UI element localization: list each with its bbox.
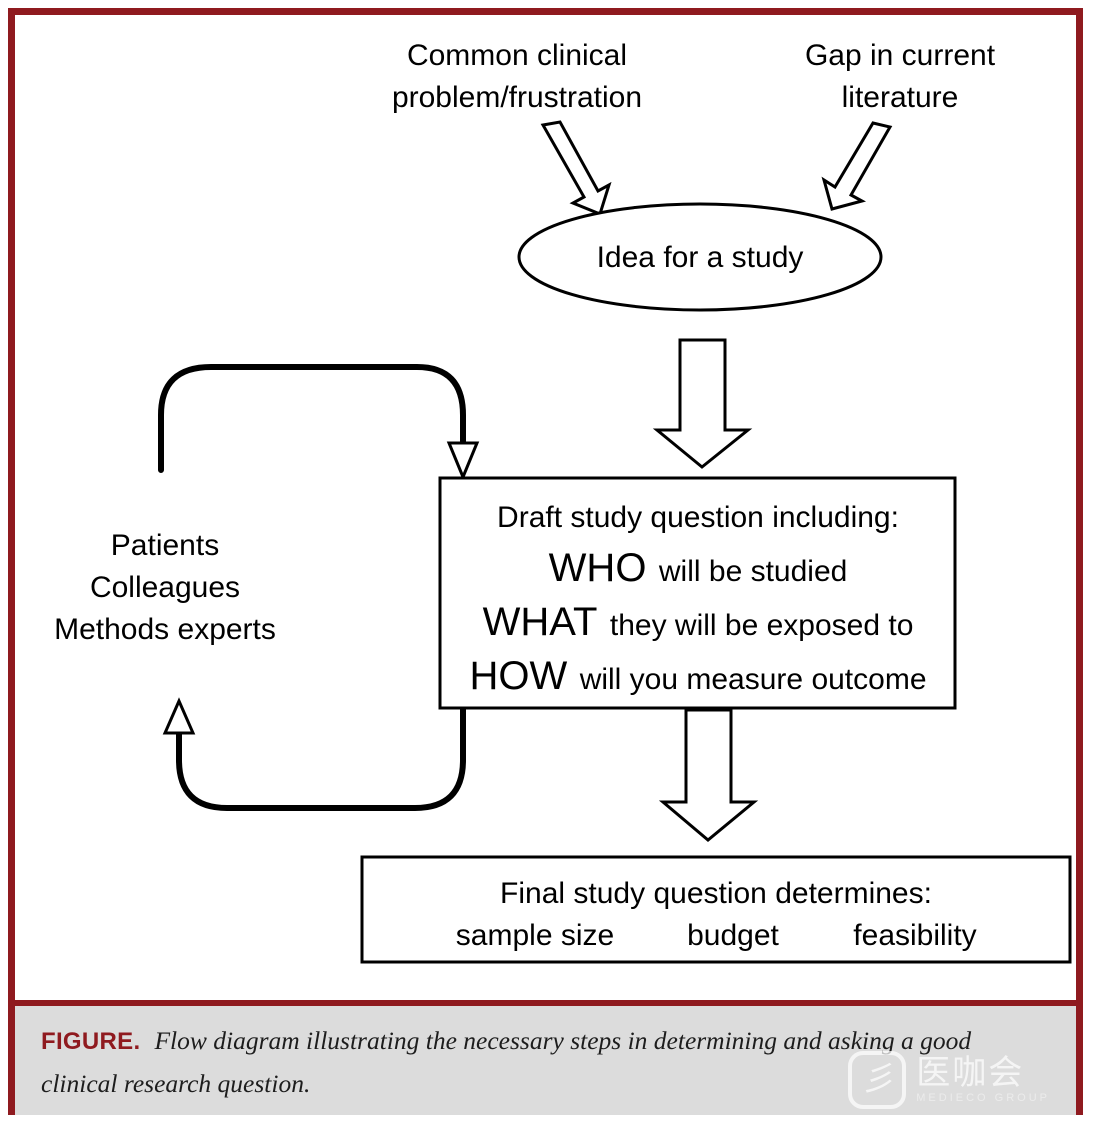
draft-box-row-who: WHO will be studied [549, 546, 848, 590]
flow-diagram-canvas: Common clinical problem/frustration Gap … [15, 15, 1076, 1000]
figure-caption-label: FIGURE. [41, 1028, 141, 1055]
node-idea-for-a-study[interactable]: Idea for a study [517, 202, 883, 312]
input-label-literature-gap: Gap in current literature [805, 39, 996, 114]
final-box-item-budget: budget [687, 919, 779, 952]
draft-box-keyword-how: HOW [469, 654, 567, 698]
draft-box-row-what: WHAT they will be exposed to [483, 600, 914, 644]
node-idea-for-a-study-label: Idea for a study [597, 241, 804, 274]
input-label-literature-gap-line1: Gap in current [805, 39, 996, 72]
draft-box-rest-what: they will be exposed to [610, 609, 914, 642]
final-box-item-sample-size: sample size [456, 919, 614, 952]
draft-box-rest-who: will be studied [658, 555, 847, 588]
final-box-item-feasibility: feasibility [853, 919, 976, 952]
input-label-literature-gap-line2: literature [842, 81, 959, 114]
draft-box-keyword-what: WHAT [483, 600, 598, 644]
draft-box-rest-how: will you measure outcome [579, 663, 927, 696]
feedback-source-labels: Patients Colleagues Methods experts [54, 529, 276, 646]
draft-box-heading: Draft study question including: [497, 501, 899, 534]
feedback-loop-outbound [158, 364, 480, 481]
node-draft-study-question[interactable]: Draft study question including: WHO will… [438, 476, 957, 710]
input-label-clinical-problem-line2: problem/frustration [392, 81, 642, 114]
arrow-idea-to-draft [652, 338, 753, 469]
feedback-source-patients: Patients [111, 529, 219, 562]
feedback-source-methods-experts: Methods experts [54, 613, 276, 646]
arrow-clinical-problem-to-idea [540, 120, 612, 217]
draft-box-keyword-who: WHO [549, 546, 647, 590]
draft-box-row-how: HOW will you measure outcome [469, 654, 926, 698]
arrow-literature-gap-to-idea [821, 121, 893, 211]
input-label-clinical-problem: Common clinical problem/frustration [392, 39, 642, 114]
feedback-source-colleagues: Colleagues [90, 571, 240, 604]
arrow-draft-to-final [658, 708, 759, 842]
input-label-clinical-problem-line1: Common clinical [407, 39, 627, 72]
final-box-heading: Final study question determines: [500, 877, 932, 910]
figure-caption-body: Flow diagram illustrating the necessary … [41, 1026, 972, 1098]
flow-diagram-svg: Common clinical problem/frustration Gap … [54, 39, 1072, 964]
node-final-study-question[interactable]: Final study question determines: sample … [360, 855, 1072, 964]
figure-caption-band: FIGURE.Flow diagram illustrating the nec… [15, 1000, 1076, 1115]
figure-caption: FIGURE.Flow diagram illustrating the nec… [41, 1020, 1051, 1105]
feedback-loop-inbound [162, 697, 466, 811]
